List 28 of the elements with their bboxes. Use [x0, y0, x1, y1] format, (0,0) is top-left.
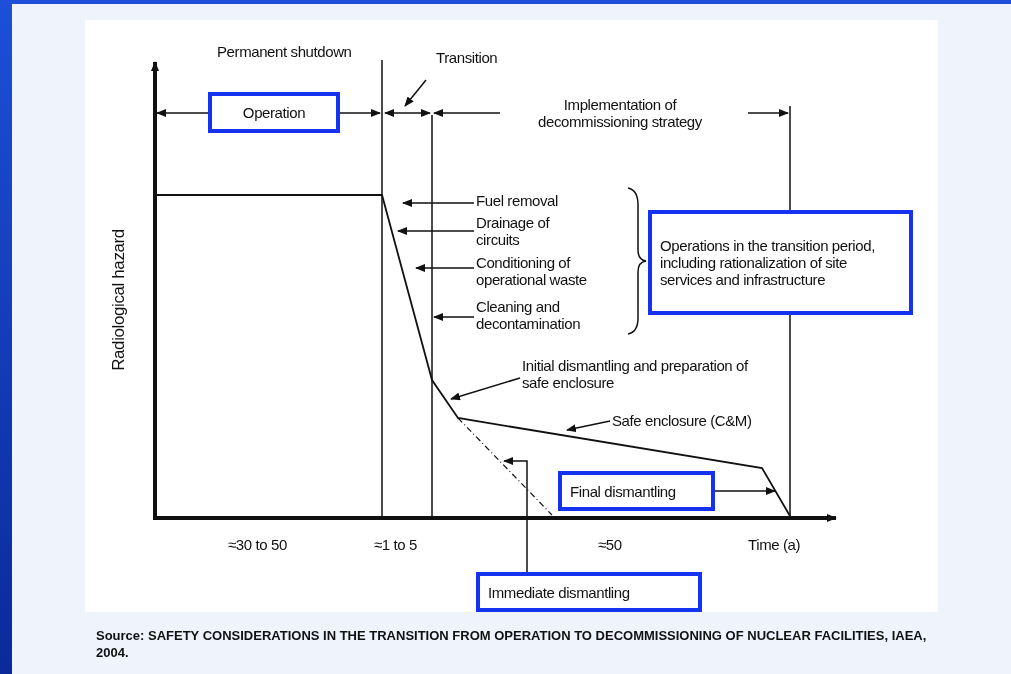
- annotation-text: Transition: [436, 49, 526, 67]
- leader-arrow: [450, 377, 521, 401]
- milestone-label: Permanent shutdown: [217, 43, 353, 60]
- annotation-text: Safe enclosure (C&M): [612, 412, 812, 430]
- phase-label: Implementation of decommissioning strategy: [537, 96, 703, 130]
- highlight-box: Operation: [208, 92, 340, 133]
- duration-label: ≈50: [598, 536, 623, 553]
- source-caption: Source: SAFETY CONSIDERATIONS IN THE TRANSITION FROM OPERATION TO DECOMMISSIONING OF NUCLEAR FACILITIES, IAEA, 2004.: [96, 627, 928, 661]
- leader-arrow: [404, 79, 427, 107]
- leader-arrow: [714, 487, 776, 495]
- annotation-text: Drainage of circuits: [476, 214, 586, 250]
- axis-title: Radiological hazard: [109, 229, 127, 371]
- annotation-text: Cleaning and decontamination: [476, 298, 626, 334]
- annotation-text: Initial dismantling and preparation of safe enclosure: [522, 357, 772, 393]
- leader-arrow: [402, 199, 475, 207]
- annotation-text: Fuel removal: [476, 192, 616, 210]
- highlight-box: Operations in the transition period, including rationalization of site services and infrastructure: [648, 210, 913, 315]
- leader-arrow: [566, 420, 611, 433]
- axis-title: Time (a): [748, 536, 802, 553]
- highlight-box: Final dismantling: [558, 471, 715, 511]
- leader-arrow: [397, 227, 475, 235]
- duration-label: ≈1 to 5: [374, 536, 418, 553]
- leader-arrow: [433, 313, 475, 321]
- duration-label: ≈30 to 50: [228, 536, 288, 553]
- leader-arrow: [415, 264, 475, 272]
- highlight-box: Immediate dismantling: [476, 572, 702, 612]
- annotation-text: Conditioning of operational waste: [476, 254, 626, 290]
- leader-arrow: [503, 457, 528, 573]
